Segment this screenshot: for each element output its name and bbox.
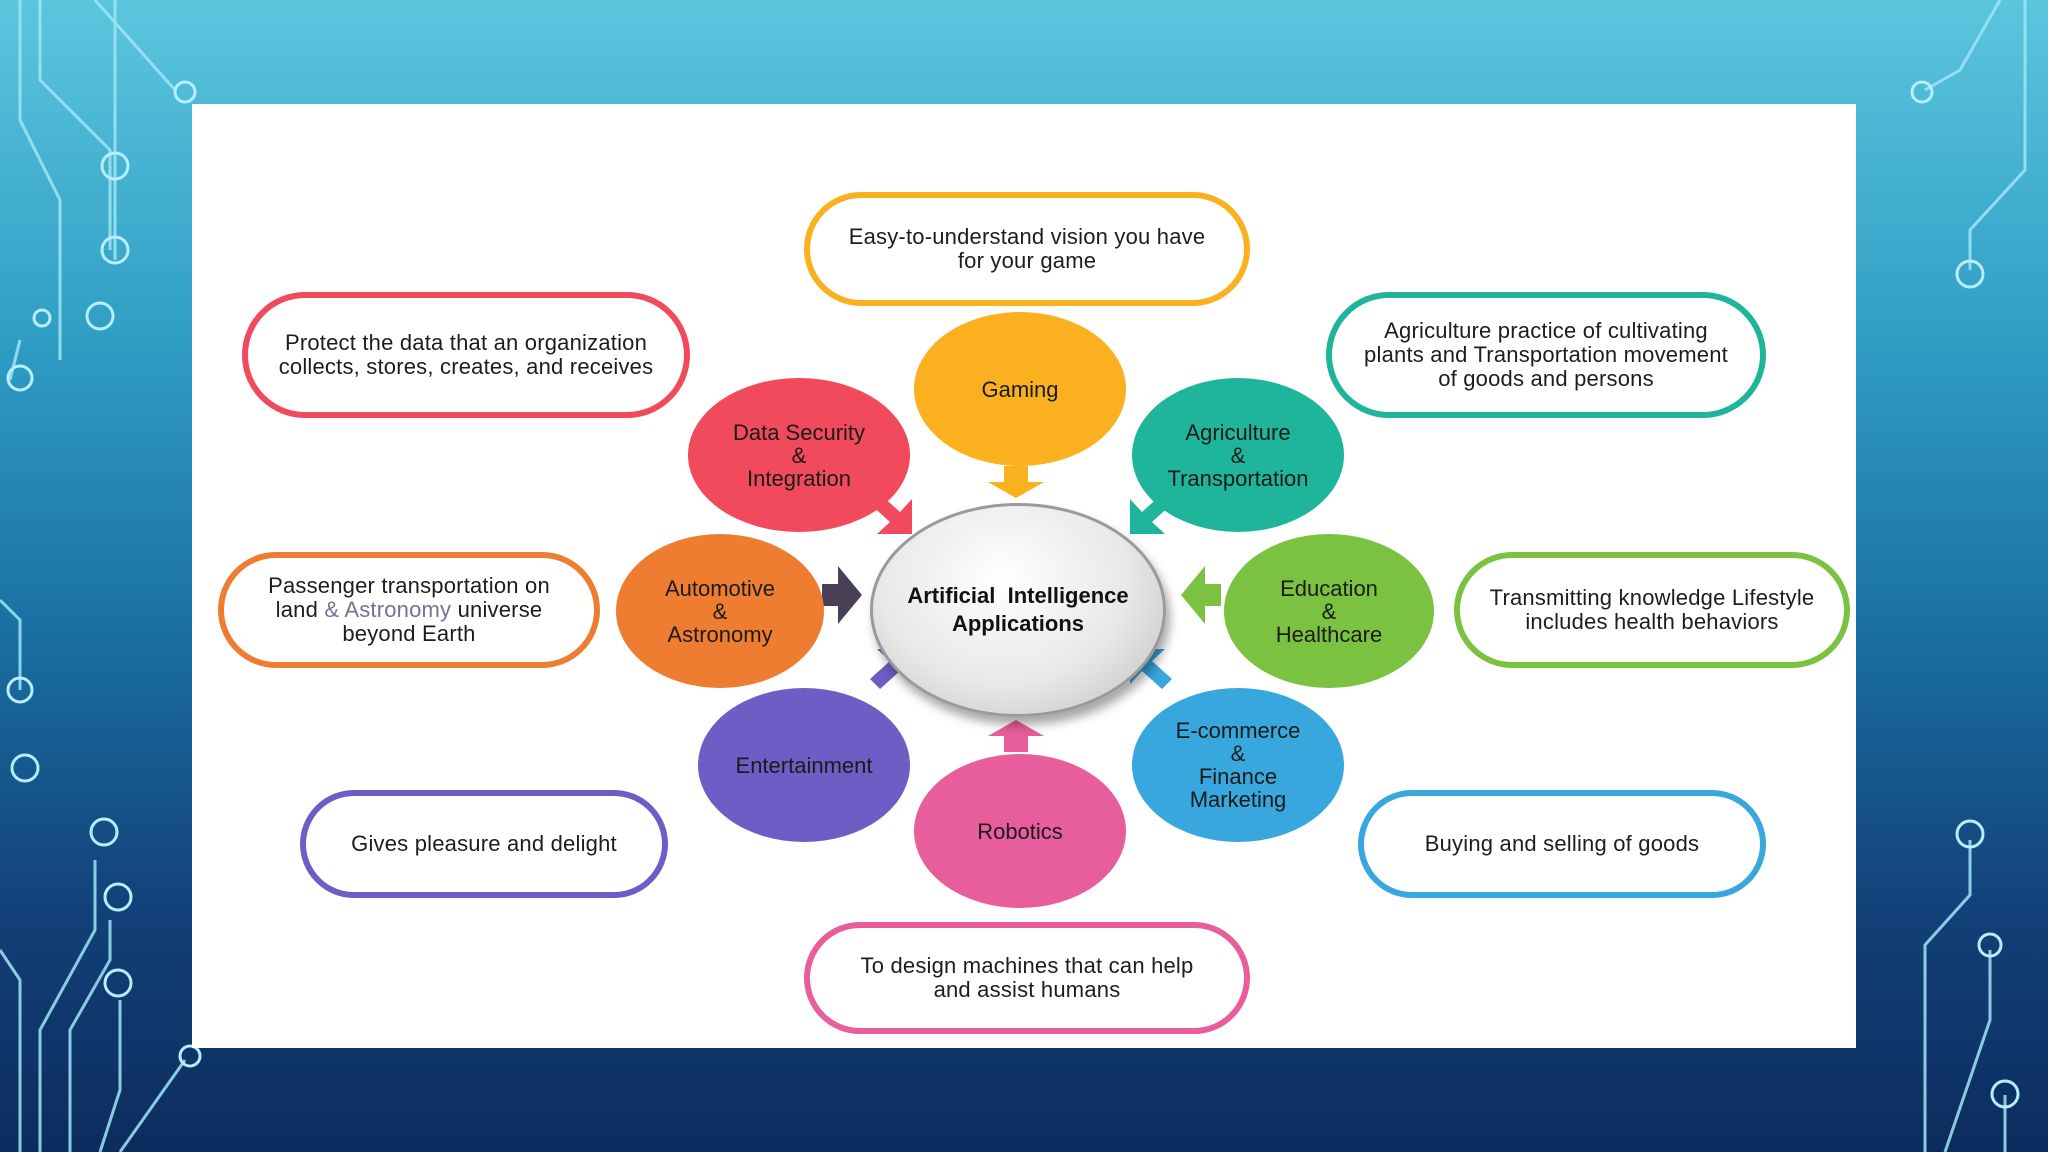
automotive-callout: Passenger transportation on land & Astro… bbox=[218, 552, 600, 668]
entertainment-node: Entertainment bbox=[698, 688, 910, 842]
education-node: Education & Healthcare bbox=[1224, 534, 1434, 688]
ecommerce-node: E-commerce & Finance Marketing bbox=[1132, 688, 1344, 842]
center-title-line1: Artificial Intelligence bbox=[907, 583, 1129, 608]
data-security-node: Data Security & Integration bbox=[688, 378, 910, 532]
automotive-arrow-icon bbox=[822, 566, 862, 624]
gaming-arrow-icon bbox=[988, 466, 1044, 498]
diagram-slide: Easy-to-understand vision you have for y… bbox=[192, 104, 1856, 1048]
automotive-callout-astronomy: & Astronomy bbox=[324, 597, 452, 622]
automotive-node: Automotive & Astronomy bbox=[616, 534, 824, 688]
automotive-callout-text-a: Passenger transportation on land bbox=[268, 573, 550, 622]
robotics-node: Robotics bbox=[914, 754, 1126, 908]
data-security-callout: Protect the data that an organization co… bbox=[242, 292, 690, 418]
agriculture-node: Agriculture & Transportation bbox=[1132, 378, 1344, 532]
robotics-arrow-icon bbox=[988, 720, 1044, 752]
center-node: Artificial Intelligence Applications bbox=[870, 503, 1166, 717]
entertainment-callout: Gives pleasure and delight bbox=[300, 790, 668, 898]
ecommerce-callout: Buying and selling of goods bbox=[1358, 790, 1766, 898]
gaming-callout: Easy-to-understand vision you have for y… bbox=[804, 192, 1250, 306]
education-arrow-icon bbox=[1181, 566, 1221, 624]
robotics-callout: To design machines that can help and ass… bbox=[804, 922, 1250, 1034]
automotive-callout-text-c: universe beyond Earth bbox=[342, 597, 543, 646]
gaming-node: Gaming bbox=[914, 312, 1126, 466]
center-title-line2: Applications bbox=[951, 611, 1084, 636]
agriculture-callout: Agriculture practice of cultivating plan… bbox=[1326, 292, 1766, 418]
education-callout: Transmitting knowledge Lifestyle include… bbox=[1454, 552, 1850, 668]
